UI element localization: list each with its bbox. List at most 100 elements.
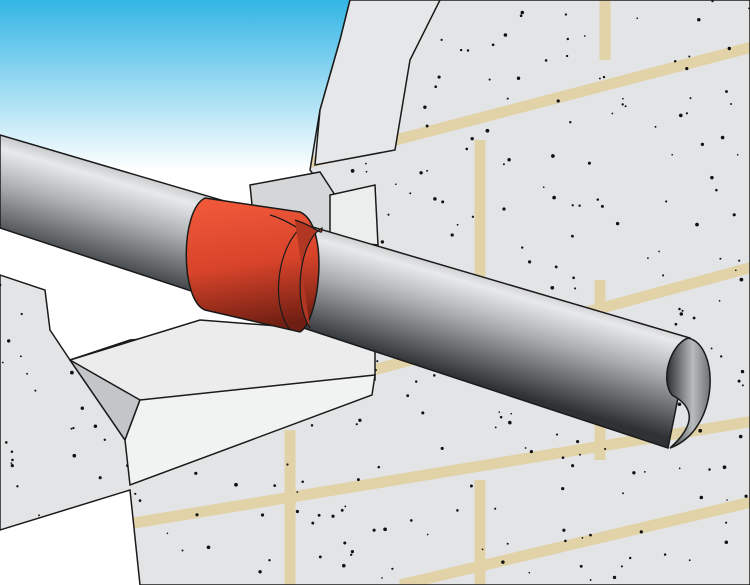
speckle [730,103,732,105]
speckle [744,494,748,498]
speckle [622,492,624,495]
speckle [38,514,40,517]
speckle [450,233,454,237]
speckle [564,13,568,16]
speckle [355,423,358,426]
speckle [295,509,299,514]
speckle [296,491,299,493]
speckle [740,369,745,374]
speckle [503,33,508,37]
speckle [437,75,441,79]
speckle [58,540,61,543]
speckle [494,426,497,429]
speckle [551,154,555,158]
broken-block-edge [314,0,441,166]
speckle [720,135,725,140]
speckle [441,200,445,204]
speckle [459,48,463,52]
speckle [127,284,131,288]
speckle [725,90,728,93]
speckle [471,215,475,218]
speckle [639,530,643,534]
speckle [507,420,512,425]
speckle [268,558,271,562]
speckle [491,43,495,47]
speckle [506,97,509,100]
speckle [113,505,117,508]
speckle [26,372,29,375]
speckle [344,505,347,508]
speckle [234,482,238,487]
speckle [11,458,14,462]
speckle [596,198,600,201]
speckle [409,519,413,522]
speckle [589,533,592,537]
speckle [722,465,727,470]
speckle [391,567,394,570]
speckle [68,288,71,291]
speckle [103,438,106,441]
speckle [678,113,683,118]
speckle [394,183,397,186]
speckle [1,570,5,574]
speckle [498,411,501,413]
speckle [576,440,580,444]
speckle [692,316,696,320]
speckle [632,471,636,475]
speckle [16,485,19,488]
speckle [350,553,353,556]
speckle [671,153,674,156]
speckle [80,278,84,281]
speckle [528,571,531,574]
speckle [677,402,682,406]
speckle [74,537,79,541]
pipe-end-cap [666,337,711,449]
speckle [1,361,4,364]
speckle [10,463,14,468]
speckle [710,347,713,350]
speckle [502,207,506,211]
speckle [561,486,565,491]
speckle [57,512,61,516]
speckle [494,507,497,510]
speckle [206,545,211,550]
speckle [581,537,584,539]
pipe [0,134,691,449]
speckle [387,213,390,216]
speckle [456,509,459,512]
speckle [521,246,524,249]
speckle [698,428,703,433]
speckle [621,103,624,106]
speckle [108,338,112,342]
speckle [589,578,592,581]
speckle [19,355,22,358]
fire-collar [185,197,323,333]
speckle [84,257,87,260]
speckle [426,533,429,536]
speckle [0,244,3,247]
speckle [470,137,474,141]
speckle [286,463,289,466]
speckle [171,171,175,175]
speckle [273,484,277,487]
speckle [350,549,355,554]
speckle [485,128,490,133]
speckle [544,59,548,62]
speckle [469,484,473,488]
speckle [738,434,743,439]
speckle [738,259,741,262]
speckle [434,85,438,89]
speckle [602,75,606,79]
speckle [76,281,81,286]
speckle [572,276,575,280]
speckle [726,499,728,501]
speckle [727,46,732,51]
speckle [433,374,436,377]
speckle [425,124,429,128]
speckle [564,539,567,543]
speckle [624,105,627,108]
speckle [697,17,701,22]
speckle [569,121,572,124]
speckle [674,322,678,326]
